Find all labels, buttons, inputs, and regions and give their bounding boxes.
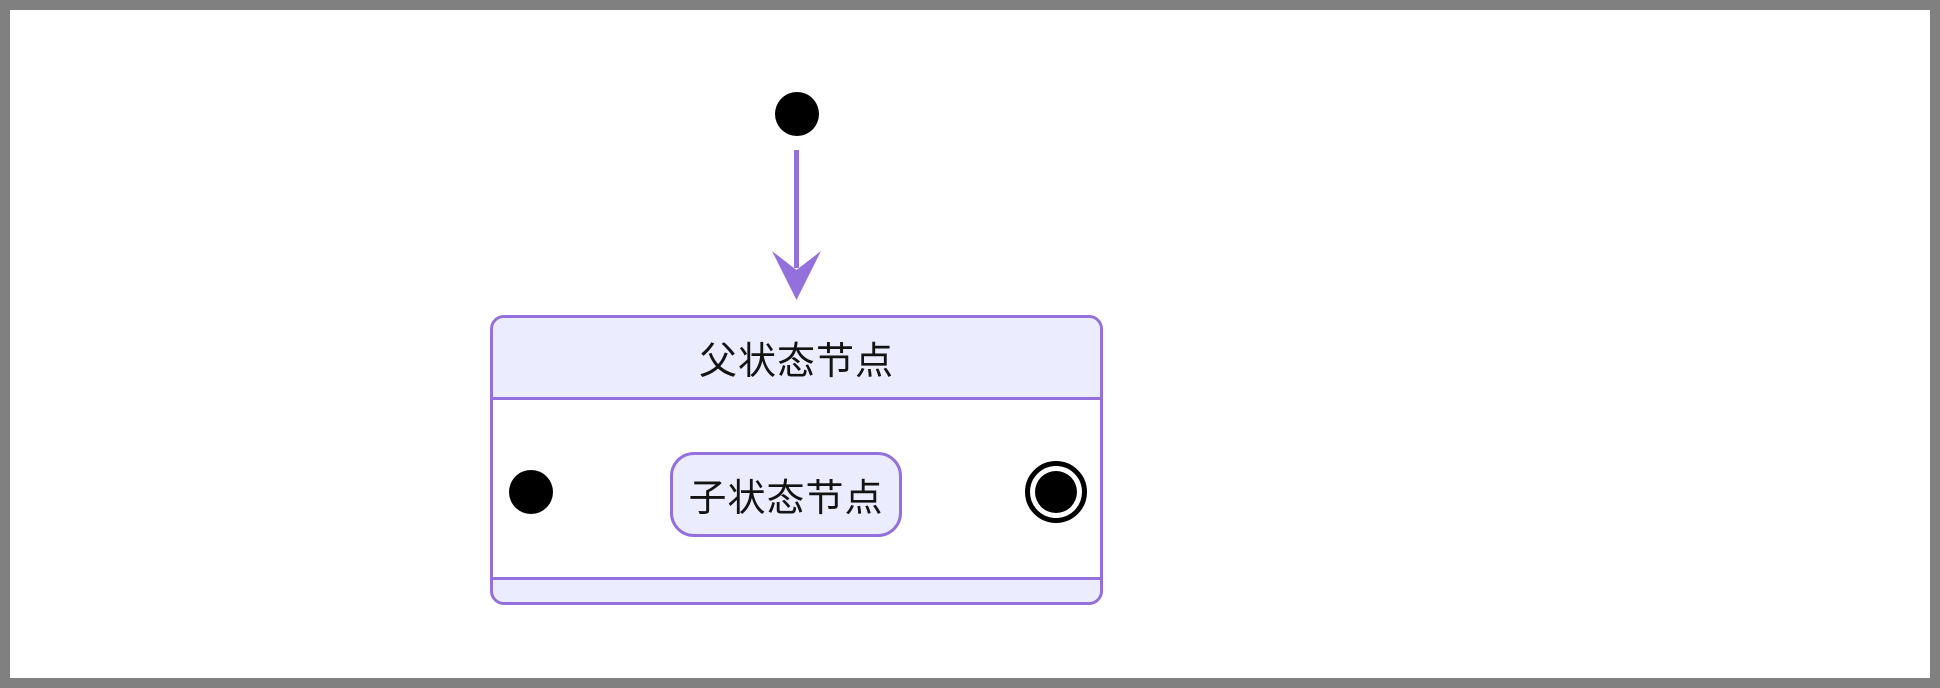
parent-state-title: 父状态节点: [493, 318, 1100, 400]
inner-initial-state-dot-icon: [509, 470, 553, 514]
final-state-inner-dot: [1035, 471, 1077, 513]
child-state-node: 子状态节点: [670, 452, 902, 537]
initial-state-dot-icon: [775, 92, 819, 136]
parent-state-footer: [493, 577, 1100, 602]
final-state-icon: [1025, 461, 1087, 523]
parent-state-node: 父状态节点: [490, 315, 1103, 605]
